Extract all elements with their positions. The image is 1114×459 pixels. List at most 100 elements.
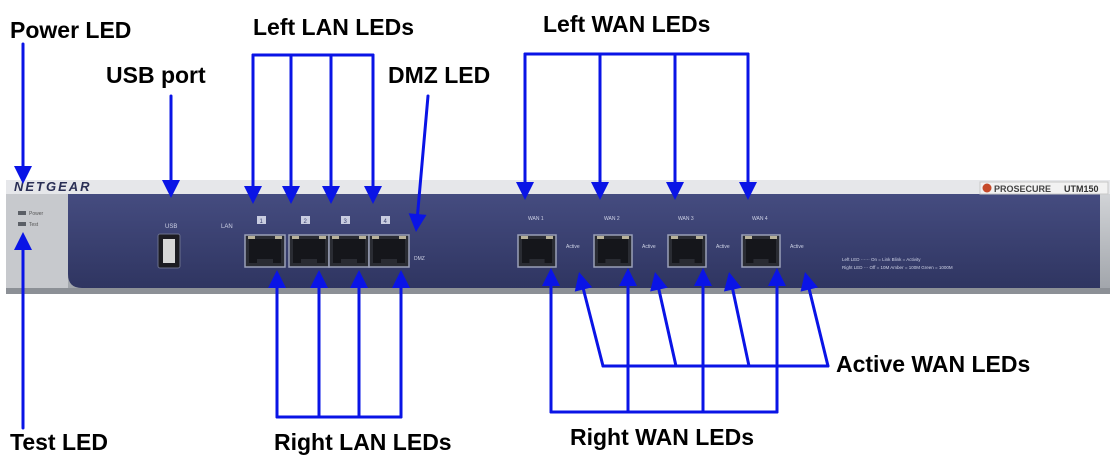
lan-port-3 [328, 234, 370, 268]
test-led-text: Test [29, 222, 39, 228]
lan-port-2-left-led [292, 236, 299, 239]
label-test-led: Test LED [10, 429, 108, 455]
arrow-left-wan-1-head [516, 182, 534, 200]
lan-port-1-left-led [248, 236, 255, 239]
lan-port-number: 2 [304, 219, 308, 225]
arrow-left-lan-2-head [282, 186, 300, 204]
arrow-dmz-led-shaft [416, 94, 430, 216]
wan-active-text: Active [642, 244, 656, 250]
lan-port-2-right-led [319, 236, 326, 239]
front-panel [68, 194, 1100, 288]
lan-port-number-badge [341, 216, 350, 224]
lan-port-4 [368, 234, 410, 268]
label-right-wan-leds: Right WAN LEDs [570, 424, 754, 450]
arrow-right-lan-4-head [392, 270, 410, 288]
arrow-left-lan-4-head [364, 186, 382, 204]
arrow-active-wan-3-shaft [731, 288, 751, 368]
wan-port-3-right-led [696, 236, 703, 239]
lan-port-4-right-led [399, 236, 406, 239]
arrow-dmz-led-head [408, 213, 427, 232]
lan-port-3-left-led [332, 236, 339, 239]
label-dmz-led: DMZ LED [388, 62, 491, 88]
arrow-right-wan-4-head [768, 268, 786, 286]
arrow-left-wan-4-head [739, 182, 757, 200]
usb-port-group: USB [157, 224, 181, 269]
lan-port-number: 4 [384, 219, 388, 225]
wan-port-4-left-led [745, 236, 752, 239]
arrow-test-led-head [14, 232, 32, 250]
wan-port-1-right-led [546, 236, 553, 239]
power-led [18, 211, 26, 215]
lan-port-4-left-led [372, 236, 379, 239]
label-left-lan-leds: Left LAN LEDs [253, 14, 414, 40]
callout-arrows [14, 42, 830, 430]
arrow-active-wan-4-head [800, 272, 819, 292]
arrow-active-wan-4-shaft [807, 287, 830, 368]
arrow-right-wan-3-head [694, 268, 712, 286]
lan-port-2 [288, 234, 330, 268]
arrow-active-wan-2-shaft [657, 288, 678, 368]
label-usb-port: USB port [106, 62, 206, 88]
test-led [18, 222, 26, 226]
left-rack-ear [6, 194, 68, 288]
arrow-right-wan-2-head [619, 268, 637, 286]
model-badge: PROSECURE UTM150 [979, 181, 1109, 195]
arrow-usb-port-head [162, 180, 180, 198]
wan-active-text: Active [716, 244, 730, 250]
model-prefix: PROSECURE [994, 184, 1051, 194]
label-left-wan-leds: Left WAN LEDs [543, 11, 711, 37]
wan-port-2-left-led [597, 236, 604, 239]
power-led-text: Power [29, 211, 44, 217]
lan-port-number-badge [381, 216, 390, 224]
label-active-wan-leds: Active WAN LEDs [836, 351, 1031, 377]
label-right-lan-leds: Right LAN LEDs [274, 429, 452, 455]
router-device: NETGEAR PROSECURE UTM150 Power Test USB … [6, 179, 1110, 294]
lan-port-number-badge [257, 216, 266, 224]
lan-port-1-right-led [275, 236, 282, 239]
brand-logo: NETGEAR [14, 179, 92, 194]
wan-active-text: Active [566, 244, 580, 250]
arrow-right-lan-3-head [350, 270, 368, 288]
panel-legend-line-1: Left LED ······ On = Link Blink = Activi… [842, 257, 921, 262]
arrow-left-lan-3-head [322, 186, 340, 204]
wan-port-label: WAN 4 [752, 216, 768, 222]
arrow-right-lan-2-head [310, 270, 328, 288]
arrow-active-wan-1-head [574, 272, 593, 292]
wan-port-2-right-led [622, 236, 629, 239]
wan-port-4 [741, 234, 781, 268]
wan-port-label: WAN 2 [604, 216, 620, 222]
lan-port-number: 3 [344, 219, 348, 225]
wan-port-label: WAN 1 [528, 216, 544, 222]
arrow-active-wan-1-shaft [581, 287, 605, 368]
dmz-text: DMZ [414, 256, 425, 262]
lan-port-1 [244, 234, 286, 268]
model-name: UTM150 [1064, 184, 1099, 194]
lan-port-number-badge [301, 216, 310, 224]
chassis-bottom-lip [6, 288, 1110, 294]
panel-legend-line-2: Right LED ··· Off = 10M Amber = 100M Gre… [842, 265, 953, 270]
arrow-left-wan-2-head [591, 182, 609, 200]
arrow-power-led-head [14, 166, 32, 184]
lan-port-3-right-led [359, 236, 366, 239]
lan-ports: 1 2 3 4 [244, 216, 410, 268]
arrow-active-wan-3-head [723, 272, 742, 292]
wan-port-4-right-led [770, 236, 777, 239]
wan-port-3 [667, 234, 707, 268]
usb-port-tongue [163, 239, 175, 263]
wan-active-text: Active [790, 244, 804, 250]
arrow-left-wan-3-head [666, 182, 684, 200]
prosecure-logo-icon [982, 183, 992, 193]
wan-port-2 [593, 234, 633, 268]
status-leds: Power Test [18, 211, 44, 228]
lan-text: LAN [221, 224, 233, 230]
arrow-right-lan-1-head [268, 270, 286, 288]
wan-port-1 [517, 234, 557, 268]
lan-port-number: 1 [260, 219, 264, 225]
wan-port-label: WAN 3 [678, 216, 694, 222]
wan-port-1-left-led [521, 236, 528, 239]
arrow-right-wan-1-head [542, 268, 560, 286]
wan-port-3-left-led [671, 236, 678, 239]
arrow-active-wan-2-head [650, 272, 668, 292]
